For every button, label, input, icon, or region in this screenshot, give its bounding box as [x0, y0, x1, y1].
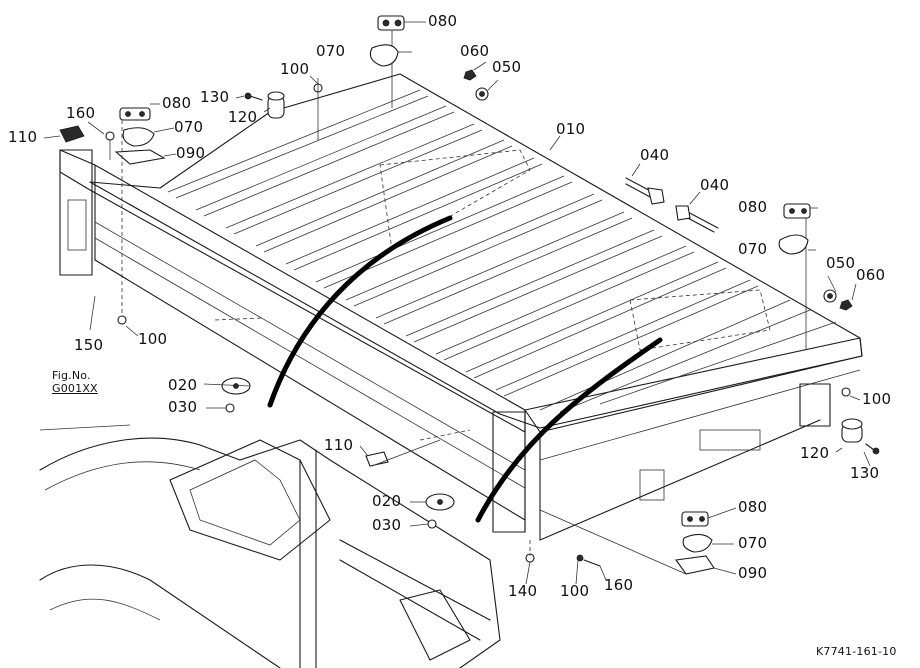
figure-reference-label: Fig.No.	[52, 369, 91, 382]
part-label-130: 130	[850, 464, 880, 482]
part-label-070: 070	[738, 240, 768, 258]
part-label-100: 100	[138, 330, 168, 348]
part-label-160: 160	[604, 576, 634, 594]
drawing-code: K7741-161-10	[816, 645, 897, 658]
part-label-140: 140	[508, 582, 538, 600]
figure-reference-number: G001XX	[52, 381, 98, 395]
part-label-010: 010	[556, 120, 586, 138]
part-label-060: 060	[856, 266, 886, 284]
part-label-100: 100	[560, 582, 590, 600]
part-label-030: 030	[372, 516, 402, 534]
part-label-060: 060	[460, 42, 490, 60]
part-label-040: 040	[700, 176, 730, 194]
label-leaders	[43, 21, 871, 585]
leader-curve-left	[267, 215, 453, 408]
part-label-020: 020	[372, 492, 402, 510]
part-label-080: 080	[738, 498, 768, 516]
part-label-070: 070	[738, 534, 768, 552]
part-label-050: 050	[492, 58, 522, 76]
part-label-040: 040	[640, 146, 670, 164]
part-label-160: 160	[66, 104, 96, 122]
cargo-bed-010	[59, 73, 863, 541]
bracket-080-top	[377, 15, 405, 108]
part-label-080: 080	[428, 12, 458, 30]
chassis-frame	[39, 424, 501, 668]
leader-curve-right	[475, 337, 663, 523]
part-label-080: 080	[738, 198, 768, 216]
part-label-100: 100	[862, 390, 892, 408]
part-label-100: 100	[280, 60, 310, 78]
part-label-130: 130	[200, 88, 230, 106]
part-label-030: 030	[168, 398, 198, 416]
hardware	[59, 15, 880, 575]
part-label-090: 090	[176, 144, 206, 162]
part-label-120: 120	[228, 108, 258, 126]
part-label-080: 080	[162, 94, 192, 112]
part-label-110: 110	[324, 436, 354, 454]
part-label-020: 020	[168, 376, 198, 394]
figure-reference: Fig.No. G001XX	[52, 369, 98, 395]
part-label-090: 090	[738, 564, 768, 582]
part-label-150: 150	[74, 336, 104, 354]
part-label-110: 110	[8, 128, 38, 146]
part-label-070: 070	[316, 42, 346, 60]
part-label-120: 120	[800, 444, 830, 462]
part-label-070: 070	[174, 118, 204, 136]
part-label-050: 050	[826, 254, 856, 272]
